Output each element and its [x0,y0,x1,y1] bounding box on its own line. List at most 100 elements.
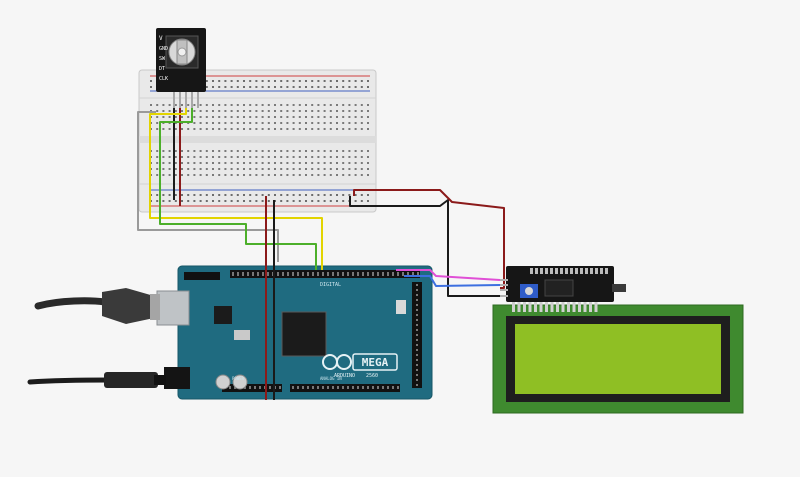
breadboard-rail-hole [249,200,252,202]
arduino-pin-socket [407,272,409,276]
arduino-pin-socket [357,272,359,276]
power-header [222,384,282,392]
breadboard-rail-hole [230,80,233,82]
arduino-pin-socket [332,386,334,389]
arduino-pin-socket [277,272,279,276]
i2c-top-pin [580,268,583,274]
breadboard-hole [354,156,357,158]
breadboard-hole [243,162,245,164]
breadboard-hole [162,174,165,176]
breadboard-rail-hole [187,194,190,196]
arduino-pin-socket [307,272,309,276]
breadboard-rail-hole [292,80,295,82]
arduino-pin-socket [416,349,418,351]
breadboard-hole [255,128,258,130]
breadboard-hole [199,174,202,176]
breadboard-rail-hole [212,80,214,82]
breadboard-rail-hole [360,86,363,88]
breadboard-rail-hole [168,194,171,196]
breadboard-hole [323,162,326,164]
breadboard-hole [156,110,159,112]
breadboard-hole [286,156,289,158]
breadboard-hole [261,104,264,106]
i2c-top-pin [545,268,548,274]
breadboard-rail-hole [205,194,208,196]
arduino-pin-socket [416,329,418,331]
breadboard-hole [336,156,338,158]
breadboard-hole [342,168,345,170]
breadboard-rail-hole [329,200,332,202]
breadboard-rail-hole [261,194,264,196]
breadboard-hole [156,168,159,170]
breadboard-hole [218,150,221,152]
breadboard-hole [212,110,214,112]
breadboard-hole [292,168,295,170]
breadboard-hole [311,128,314,130]
i2c-top-pin [595,268,598,274]
crystal [234,330,250,340]
arduino-pin-socket [347,386,349,389]
board-brand-label: ARDUINO [334,373,355,379]
breadboard-hole [168,162,171,164]
usb-chip [214,306,232,324]
breadboard-rail-hole [249,80,252,82]
breadboard-rail-hole [298,80,301,82]
breadboard-hole [181,162,183,164]
breadboard-hole [199,162,202,164]
breadboard-hole [336,110,338,112]
breadboard-hole [367,104,369,106]
breadboard-hole [274,162,276,164]
aref-header [184,272,220,280]
breadboard-hole [280,104,283,106]
breadboard-hole [205,162,208,164]
breadboard-hole [354,116,357,118]
wires [137,108,505,400]
i2c-pins [500,279,508,297]
i2c-top-pin [540,268,543,274]
reset-button[interactable] [396,300,406,314]
breadboard-hole [348,162,351,164]
breadboard-rail-hole [267,86,270,88]
rotary-encoder-module: V GND SW DT CLK [156,28,206,108]
breadboard-hole [367,174,369,176]
breadboard-hole [218,162,221,164]
breadboard-hole [329,168,332,170]
breadboard-hole [267,162,270,164]
usb-b-port [156,290,190,326]
arduino-mega-board: MEGA ARDUINO 2560 DIGITAL POWER ANALOG I… [156,265,433,400]
breadboard-hole [224,168,227,170]
breadboard-rail-hole [205,86,208,88]
breadboard-hole [298,150,301,152]
breadboard-hole [317,156,320,158]
arduino-pin-socket [416,344,418,346]
breadboard-rail-hole [236,200,239,202]
breadboard-rail-hole [367,86,369,88]
breadboard-hole [249,150,252,152]
breadboard-hole [280,174,283,176]
breadboard-rail-hole [280,86,283,88]
i2c-top-pin [560,268,563,274]
arduino-pin-socket [242,272,244,276]
breadboard-hole [311,110,314,112]
breadboard-hole [205,174,208,176]
arduino-pin-socket [417,272,419,276]
breadboard-hole [181,110,183,112]
breadboard-hole [255,174,258,176]
breadboard-hole [249,110,252,112]
breadboard-hole [354,128,357,130]
breadboard-hole [360,156,363,158]
breadboard-hole [205,128,208,130]
breadboard-hole [336,122,338,124]
breadboard-hole [305,104,307,106]
breadboard-hole [243,168,245,170]
arduino-pin-socket [237,272,239,276]
breadboard-hole [181,128,183,130]
arduino-pin-socket [259,386,261,389]
breadboard-rail-hole [317,80,320,82]
arduino-pin-socket [387,272,389,276]
breadboard-hole [317,128,320,130]
arduino-pin-socket [292,386,294,389]
i2c-top-pin [605,268,608,274]
breadboard-hole [348,156,351,158]
lcd-header-pin [550,302,554,312]
